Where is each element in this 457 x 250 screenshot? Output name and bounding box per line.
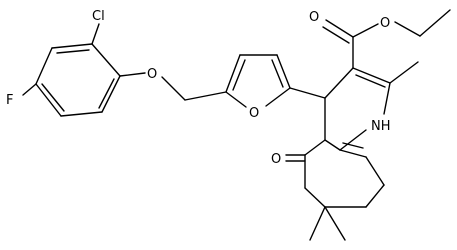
chlorine-label: Cl: [92, 9, 105, 24]
o-ch2-bond: [161, 76, 186, 101]
c-f-bond: [22, 83, 37, 96]
gem-methyl-bond-1: [309, 206, 326, 241]
c-cl-bond: [91, 23, 100, 45]
ethyl-bond: [419, 9, 451, 37]
ester-o-bond: [352, 23, 379, 38]
o-ethyl-bond: [394, 21, 421, 37]
ketone-oxygen-label: O: [271, 152, 281, 167]
ester-carbonyl-bond: [325, 19, 354, 38]
ester-carbonyl-bond-2: [322, 26, 350, 44]
aryl-ring: [35, 43, 121, 117]
ester-oxygen-label: O: [380, 16, 390, 31]
gem-methyl-bond-2: [324, 206, 346, 241]
cyclohexenone-ring: [304, 139, 385, 208]
c2-methyl-bond: [389, 61, 419, 84]
dihydropyridine-ring: [324, 67, 391, 158]
ch2-furan-bond: [184, 91, 227, 101]
furan-c4-bond: [289, 87, 326, 99]
ester-carbonyl-oxygen-label: O: [309, 10, 319, 25]
furan-ring: [225, 54, 291, 108]
furan-oxygen-label: O: [249, 106, 259, 121]
nh-label: NH: [371, 119, 391, 134]
fluorine-label: F: [6, 93, 13, 108]
ether-oxygen-label: O: [147, 67, 157, 82]
c-o-ether-bond: [119, 72, 146, 77]
